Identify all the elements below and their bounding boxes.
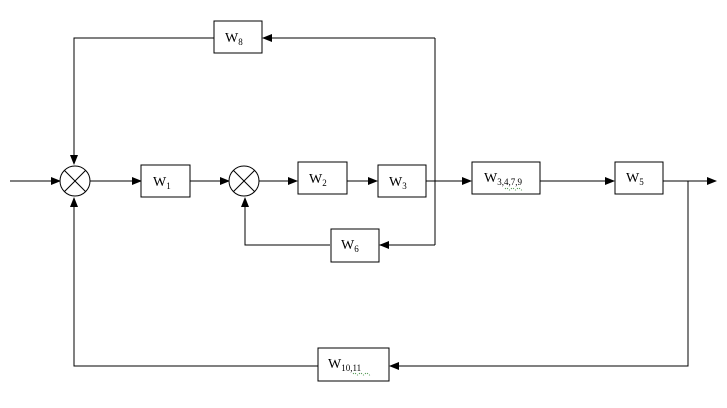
block-w2-label: W2 — [309, 172, 327, 188]
wire-output-to-w1011 — [389, 181, 689, 370]
wire-w1011-to-sum1 — [70, 197, 318, 367]
block-w3479-label: W3,4,7,9 — [484, 171, 522, 187]
block-w1-label: W1 — [153, 175, 171, 191]
summing-junction-2 — [228, 165, 260, 197]
block-w5: W5 — [614, 161, 664, 195]
block-w1011: W10,11 — [317, 347, 390, 382]
block-w3-label: W3 — [389, 175, 407, 191]
wire-w8-to-sum1 — [70, 37, 214, 165]
block-w3479: W3,4,7,9 — [471, 161, 541, 195]
block-w3: W3 — [377, 164, 427, 198]
block-w2: W2 — [297, 161, 348, 195]
block-w1011-label: W10,11 — [328, 357, 361, 373]
block-w5-label: W5 — [626, 171, 644, 187]
summing-junction-1 — [59, 165, 91, 197]
block-w6-label: W6 — [341, 238, 359, 254]
block-w8: W8 — [213, 20, 263, 54]
block-w8-label: W8 — [225, 31, 243, 47]
block-w6: W6 — [330, 228, 380, 263]
block-w1: W1 — [140, 164, 191, 198]
wire-w6-to-sum2 — [241, 197, 330, 246]
